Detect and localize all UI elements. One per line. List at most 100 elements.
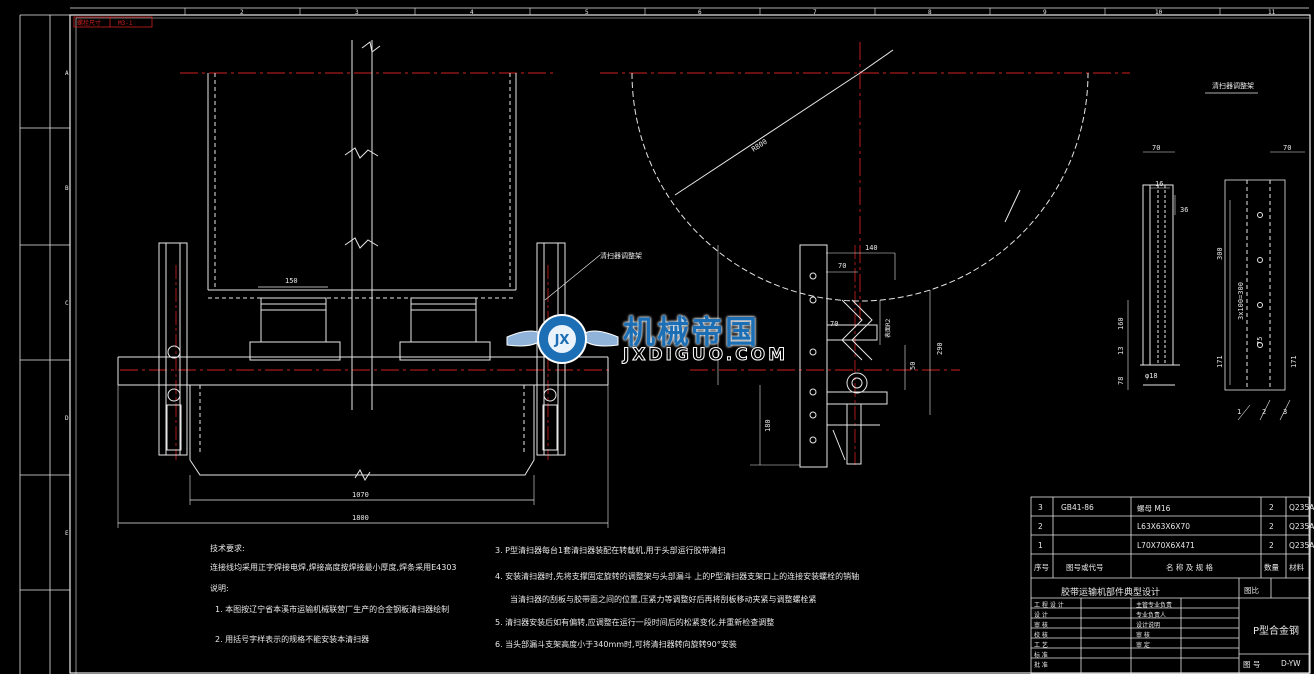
d-phi: φ18 bbox=[1145, 372, 1158, 380]
role: 校 核 bbox=[1034, 632, 1048, 639]
col-num: 3 bbox=[355, 9, 359, 16]
col-num: 4 bbox=[470, 9, 474, 16]
dim-290: 290 bbox=[936, 342, 944, 355]
desc-6: 6. 当头部漏斗支架高度小于340mm时,可将清扫器转向旋转90°安装 bbox=[495, 640, 737, 649]
role-right: 设计说明 bbox=[1136, 622, 1161, 629]
hdr-mat: 材料 bbox=[1289, 563, 1304, 572]
col-num: 5 bbox=[585, 9, 589, 16]
desc-4: 4. 安装清扫器时,先将支撑固定旋转的调整架与头部漏斗 上的P型清扫器支架口上的… bbox=[495, 572, 860, 581]
role: 审 核 bbox=[1034, 622, 1048, 629]
role: 工 艺 bbox=[1034, 642, 1048, 649]
d-78: 78 bbox=[1117, 377, 1125, 385]
d-3x100: 3x100=300 bbox=[1237, 282, 1245, 320]
sheet-number: D-YW bbox=[1281, 659, 1301, 668]
project-name: 胶带运输机部件典型设计 bbox=[1061, 588, 1161, 598]
dim-radius: R800 bbox=[750, 138, 768, 154]
col-num: 8 bbox=[928, 9, 932, 16]
column-ticks bbox=[184, 8, 1221, 15]
desc-4b: 当清扫器的刮板与胶带面之间的位置,压紧力等调整好后再将刮板移动夹紧与调整螺栓紧 bbox=[510, 595, 817, 604]
tech-1: 连接线均采用正字焊接电焊,焊接高度按焊接最小厚度,焊条采用E4303 bbox=[210, 563, 457, 572]
sheet-label: 图 号 bbox=[1243, 660, 1261, 669]
hdr-qty: 数量 bbox=[1264, 563, 1279, 572]
role-right: 专业负责人 bbox=[1136, 612, 1167, 619]
dim-70b: 70 bbox=[830, 320, 838, 328]
desc-title: 说明: bbox=[210, 584, 229, 593]
side-view bbox=[600, 42, 1130, 468]
row-letter: E bbox=[65, 530, 69, 537]
detail-view-dims: 清扫器调整架 70 70 16 36 300 3x100=300 160 13 … bbox=[1117, 81, 1298, 416]
title-block-grid bbox=[1030, 496, 1310, 674]
row-name: L63X63X6X70 bbox=[1137, 522, 1190, 531]
desc-2: 2. 用括号字样表示的规格不能安装本清扫器 bbox=[215, 635, 370, 644]
row-no: 3 bbox=[1038, 503, 1043, 512]
watermark: JX 机械帝国 JXDIGUO.COM bbox=[505, 305, 805, 375]
role: 设 计 bbox=[1034, 612, 1048, 619]
row-qty: 2 bbox=[1269, 503, 1274, 512]
hdr-code: 图号或代号 bbox=[1066, 563, 1104, 572]
d-160: 160 bbox=[1117, 317, 1125, 330]
desc-5: 5. 清扫器安装后如有偏转,应调整在运行一段时间后的松紧变化,并重新检查调整 bbox=[495, 618, 775, 627]
d-171a: 171 bbox=[1216, 355, 1224, 368]
sheet-label-a: 螺栓尺寸 bbox=[77, 19, 101, 27]
d-36: 36 bbox=[1180, 206, 1188, 214]
leader-3: 3 bbox=[1283, 408, 1287, 416]
title-block: 3 GB41-86 螺母 M16 2 Q235A 2 L63X63X6X70 2… bbox=[1030, 496, 1314, 674]
desc-3: 3. P型清扫器每台1套清扫器装配在转载机,用于头部运行胶带清扫 bbox=[495, 546, 726, 555]
row-letter: A bbox=[65, 70, 69, 77]
sheet-label-b: M3-1 bbox=[118, 20, 133, 27]
tech-title: 技术要求: bbox=[210, 544, 245, 553]
logo-text: JX bbox=[554, 333, 570, 348]
row-letter: D bbox=[65, 415, 69, 422]
role: 批 准 bbox=[1034, 662, 1048, 669]
role-right: 审 核 bbox=[1136, 632, 1150, 639]
angle-label: 表面R2 bbox=[884, 318, 892, 338]
d-16: 16 bbox=[1155, 180, 1163, 188]
row-mat: Q235A bbox=[1289, 522, 1314, 531]
hdr-no: 序号 bbox=[1034, 563, 1049, 572]
role-right: 主管专业负责 bbox=[1136, 602, 1173, 609]
dim-150: 150 bbox=[285, 277, 298, 285]
watermark-en: JXDIGUO.COM bbox=[622, 345, 789, 366]
d-70a: 70 bbox=[1152, 144, 1160, 152]
watermark-cn: 机械帝国 bbox=[623, 313, 760, 351]
row-qty: 2 bbox=[1269, 541, 1274, 550]
front-callout: 清扫器调整架 bbox=[600, 251, 642, 260]
desc-1: 1. 本图按辽宁省本溪市运输机械联营厂生产的合金钢板清扫器绘制 bbox=[215, 605, 450, 614]
row-letters: A B C D E bbox=[65, 70, 69, 537]
d-171b: 171 bbox=[1290, 355, 1298, 368]
hdr-name: 名 称 及 规 格 bbox=[1166, 563, 1214, 572]
front-view-dims: 150 1070 1800 清扫器调整架 bbox=[285, 251, 642, 522]
col-num: 9 bbox=[1043, 9, 1047, 16]
drawing-frame bbox=[19, 7, 1311, 674]
gear-logo-icon: JX bbox=[506, 314, 619, 364]
side-view-dims: R800 140 70 70 290 50 180 表面R2 bbox=[750, 138, 944, 432]
role: 工 程 设 计 bbox=[1034, 602, 1064, 609]
row-letter: B bbox=[65, 185, 69, 192]
row-qty: 2 bbox=[1269, 522, 1274, 531]
col-num: 2 bbox=[240, 9, 244, 16]
detail-title: 清扫器调整架 bbox=[1212, 81, 1254, 90]
scale-label: 图比 bbox=[1244, 586, 1259, 595]
dim-70a: 70 bbox=[838, 262, 846, 270]
d-300: 300 bbox=[1216, 247, 1224, 260]
product-name: P型合金钢 bbox=[1253, 626, 1300, 637]
col-num: 11 bbox=[1268, 9, 1276, 16]
leader-2: 2 bbox=[1262, 408, 1266, 416]
row-no: 1 bbox=[1038, 541, 1043, 550]
col-num: 7 bbox=[813, 9, 817, 16]
row-letter: C bbox=[65, 300, 69, 307]
front-view bbox=[117, 40, 610, 528]
dim-1070: 1070 bbox=[352, 491, 369, 499]
sheet-label: 螺栓尺寸 M3-1 bbox=[73, 16, 153, 28]
role-right: 审 定 bbox=[1136, 642, 1150, 649]
leader-1: 1 bbox=[1237, 408, 1241, 416]
row-no: 2 bbox=[1038, 522, 1043, 531]
dim-140: 140 bbox=[865, 244, 878, 252]
row-name: 螺母 M16 bbox=[1137, 504, 1171, 513]
detail-view bbox=[1127, 92, 1305, 421]
column-numbers: 2 3 4 5 6 7 8 9 10 11 bbox=[240, 9, 1276, 16]
role: 标 准 bbox=[1034, 652, 1048, 659]
row-name: L70X70X6X471 bbox=[1137, 541, 1195, 550]
dim-1800: 1800 bbox=[352, 514, 369, 522]
